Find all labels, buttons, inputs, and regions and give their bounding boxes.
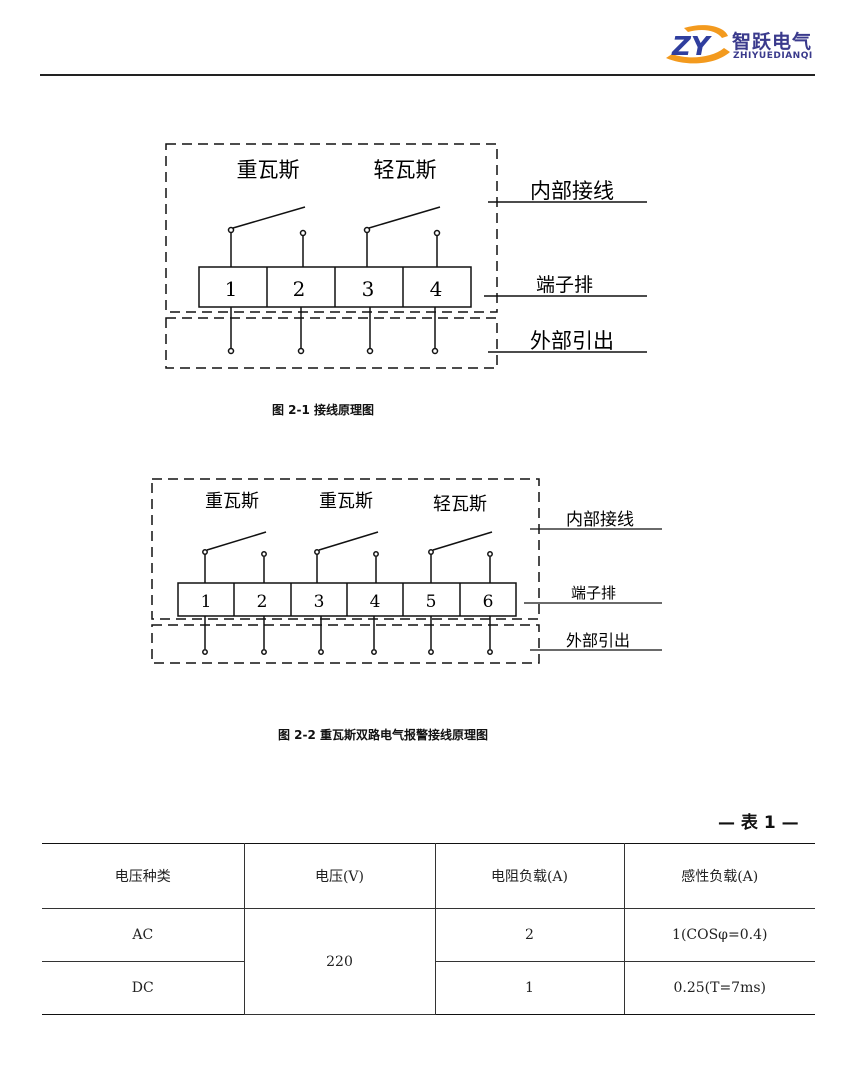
terminal-block: [177, 582, 517, 617]
side-label-terminal: 端子排: [571, 584, 616, 602]
internal-wiring-box: [165, 143, 498, 313]
terminal-number: 1: [201, 592, 212, 612]
table-label: — 表 1 —: [718, 813, 799, 833]
resistive-load-cell: 2: [434, 908, 625, 962]
voltage-type-cell: DC: [42, 961, 245, 1015]
voltage-cell: 220: [243, 908, 436, 1015]
terminal-number: 1: [225, 277, 238, 301]
header-cell: 电压种类: [42, 843, 245, 909]
inductive-load-cell: 0.25(T=7ms): [623, 961, 815, 1015]
wiring-diagram-1: 重瓦斯 轻瓦斯 1 2 3 4 内部接线 端子排 外部引出: [165, 143, 647, 369]
external-leads: [202, 616, 493, 655]
side-label-external: 外部引出: [530, 329, 614, 353]
company-logo: ZY: [666, 25, 730, 64]
brand-name-cn: 智跃电气: [732, 31, 813, 53]
header-divider: [40, 74, 815, 76]
internal-wiring-box: [151, 478, 540, 620]
side-label-internal: 内部接线: [530, 179, 614, 203]
terminal-number: 4: [370, 592, 381, 612]
voltage-type-cell: AC: [42, 908, 245, 962]
logo-arc: [684, 25, 728, 38]
ratings-table: 电压种类 电压(V) 电阻负载(A) 感性负载(A) AC 220 2 1(CO…: [42, 843, 815, 1015]
terminal-number: 3: [314, 592, 325, 612]
side-label-internal: 内部接线: [566, 510, 634, 530]
wiring-diagram-2: 重瓦斯 重瓦斯 轻瓦斯 1 2 3 4 5 6 内部接线 端子排 外: [151, 478, 662, 664]
terminal-number: 4: [430, 277, 443, 301]
terminal-number: 5: [426, 592, 437, 612]
terminal-number: 6: [483, 592, 494, 612]
terminal-number: 2: [293, 277, 306, 301]
external-lead-box: [165, 317, 498, 369]
switch-label: 轻瓦斯: [374, 158, 437, 182]
switch-label: 重瓦斯: [319, 491, 373, 512]
resistive-load-cell: 1: [434, 961, 625, 1015]
external-lead-box: [151, 624, 540, 664]
logo-mark: ZY: [671, 32, 713, 62]
inductive-load-cell: 1(COSφ=0.4): [623, 908, 815, 962]
switch-label: 重瓦斯: [237, 158, 300, 182]
table-header-row: 电压种类 电压(V) 电阻负载(A) 感性负载(A): [42, 843, 815, 909]
logo-swoosh: [666, 48, 730, 64]
terminal-block: [198, 266, 472, 308]
switch-label: 轻瓦斯: [433, 494, 487, 515]
side-label-terminal: 端子排: [536, 274, 593, 296]
switch-label: 重瓦斯: [205, 491, 259, 512]
external-leads: [227, 307, 439, 355]
figure-caption-1: 图 2-1 接线原理图: [272, 403, 375, 417]
figure-caption-2: 图 2-2 重瓦斯双路电气报警接线原理图: [278, 728, 489, 742]
table-row: DC 1 0.25(T=7ms): [42, 961, 815, 1015]
table-row: AC 220 2 1(COSφ=0.4): [42, 908, 815, 1015]
terminal-number: 2: [257, 592, 268, 612]
side-label-external: 外部引出: [566, 631, 630, 650]
header-cell: 感性负载(A): [623, 843, 815, 909]
brand-name-en: ZHIYUEDIANQI: [733, 51, 813, 61]
header-cell: 电压(V): [243, 843, 436, 909]
header-cell: 电阻负载(A): [434, 843, 625, 909]
terminal-number: 3: [362, 277, 375, 301]
